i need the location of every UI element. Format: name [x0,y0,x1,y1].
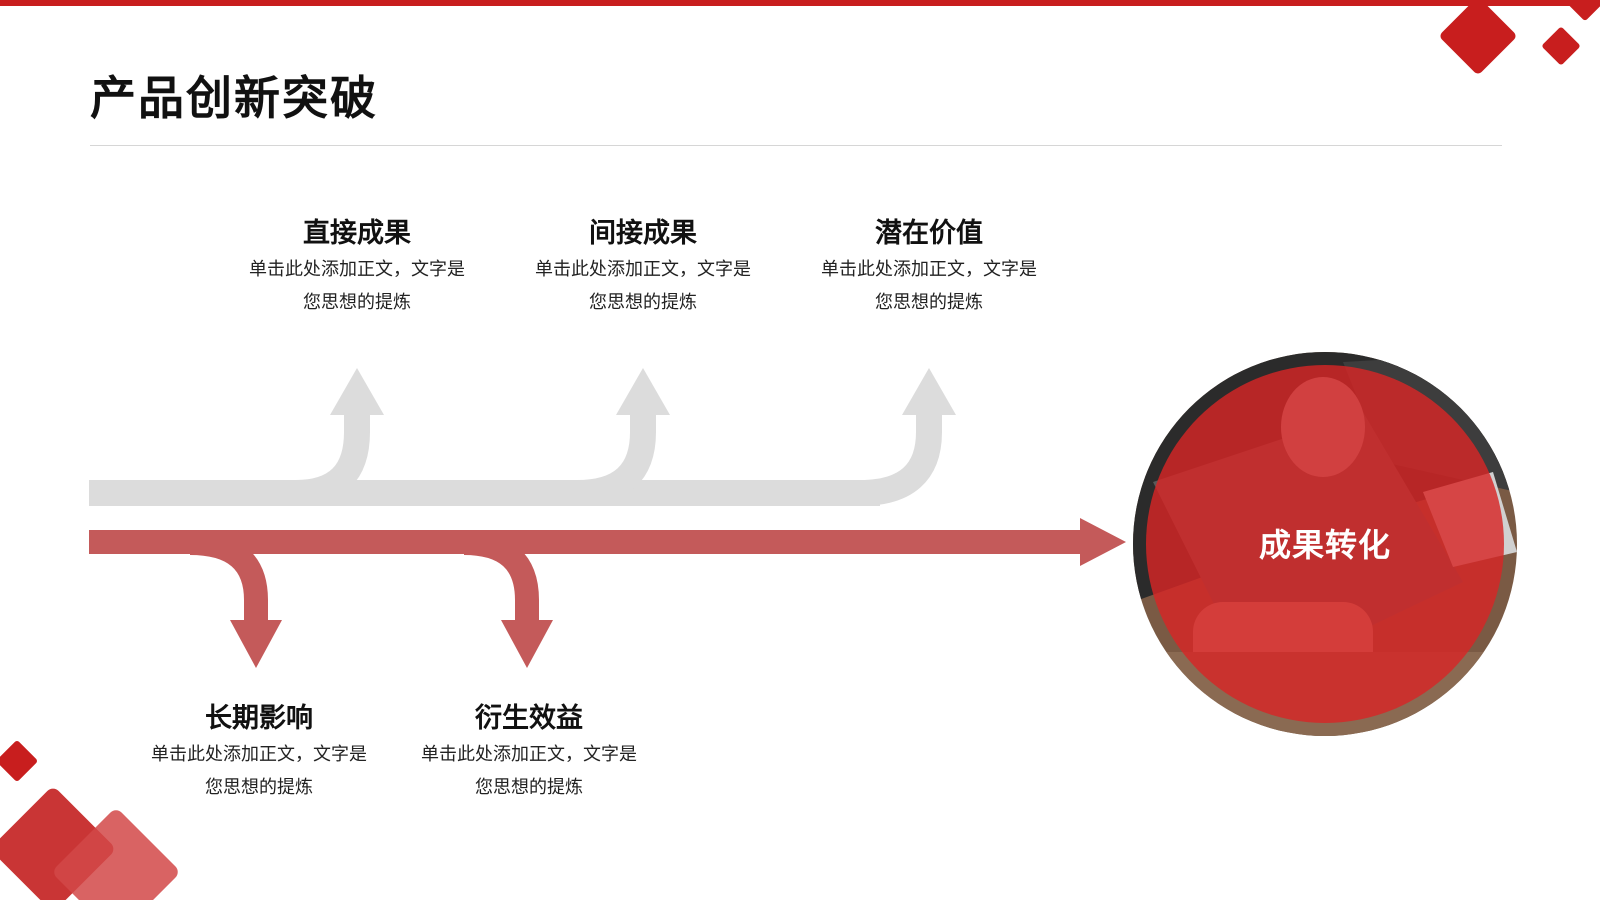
label-title: 直接成果 [303,218,411,249]
gray-branch-arrows [89,405,942,506]
gray-branch-direct [295,405,370,506]
gray-arrowhead-potential [902,368,956,415]
red-overlay [1146,365,1504,723]
target-label: 成果转化 [1258,526,1391,564]
label-direct-result: 直接成果 单击此处添加正文，文字是 您思想的提炼 [232,216,482,318]
top-accent-bar [0,0,1600,6]
main-red-arrowhead [1080,518,1126,566]
label-desc-line2: 您思想的提炼 [475,777,583,798]
red-arrowhead-longterm [230,620,282,668]
label-title: 衍生效益 [475,703,583,734]
label-desc-line1: 单击此处添加正文，文字是 [421,744,637,765]
gray-arrowhead-direct [330,368,384,415]
red-branch-arrows [189,531,539,625]
title-divider [90,145,1502,146]
page-title: 产品创新突破 [90,71,378,125]
red-arrowhead-derivative [501,620,553,668]
label-title: 间接成果 [589,218,697,249]
red-branch-longterm [189,531,268,625]
label-desc-line2: 您思想的提炼 [205,777,313,798]
label-desc-line2: 您思想的提炼 [303,292,411,313]
label-title: 长期影响 [205,703,313,734]
label-derivative-benefit: 衍生效益 单击此处添加正文，文字是 您思想的提炼 [404,701,654,803]
label-desc-line1: 单击此处添加正文，文字是 [821,259,1037,280]
label-desc-line1: 单击此处添加正文，文字是 [151,744,367,765]
gray-branch-potential [859,405,942,506]
label-potential-value: 潜在价值 单击此处添加正文，文字是 您思想的提炼 [804,216,1054,318]
label-desc-line2: 您思想的提炼 [875,292,983,313]
red-arrowheads [230,620,553,668]
label-desc-line2: 您思想的提炼 [589,292,697,313]
gray-branch-indirect [576,405,656,506]
main-red-arrow [89,518,1126,566]
gray-arrowhead-indirect [616,368,670,415]
target-circle: 成果转化 [1133,352,1517,736]
label-long-term-impact: 长期影响 单击此处添加正文，文字是 您思想的提炼 [134,701,384,803]
label-desc-line1: 单击此处添加正文，文字是 [249,259,465,280]
main-red-shaft [89,530,1081,554]
label-title: 潜在价值 [875,218,983,249]
red-branch-derivative [463,531,539,625]
gray-arrowheads [330,368,956,415]
label-desc-line1: 单击此处添加正文，文字是 [535,259,751,280]
label-indirect-result: 间接成果 单击此处添加正文，文字是 您思想的提炼 [518,216,768,318]
